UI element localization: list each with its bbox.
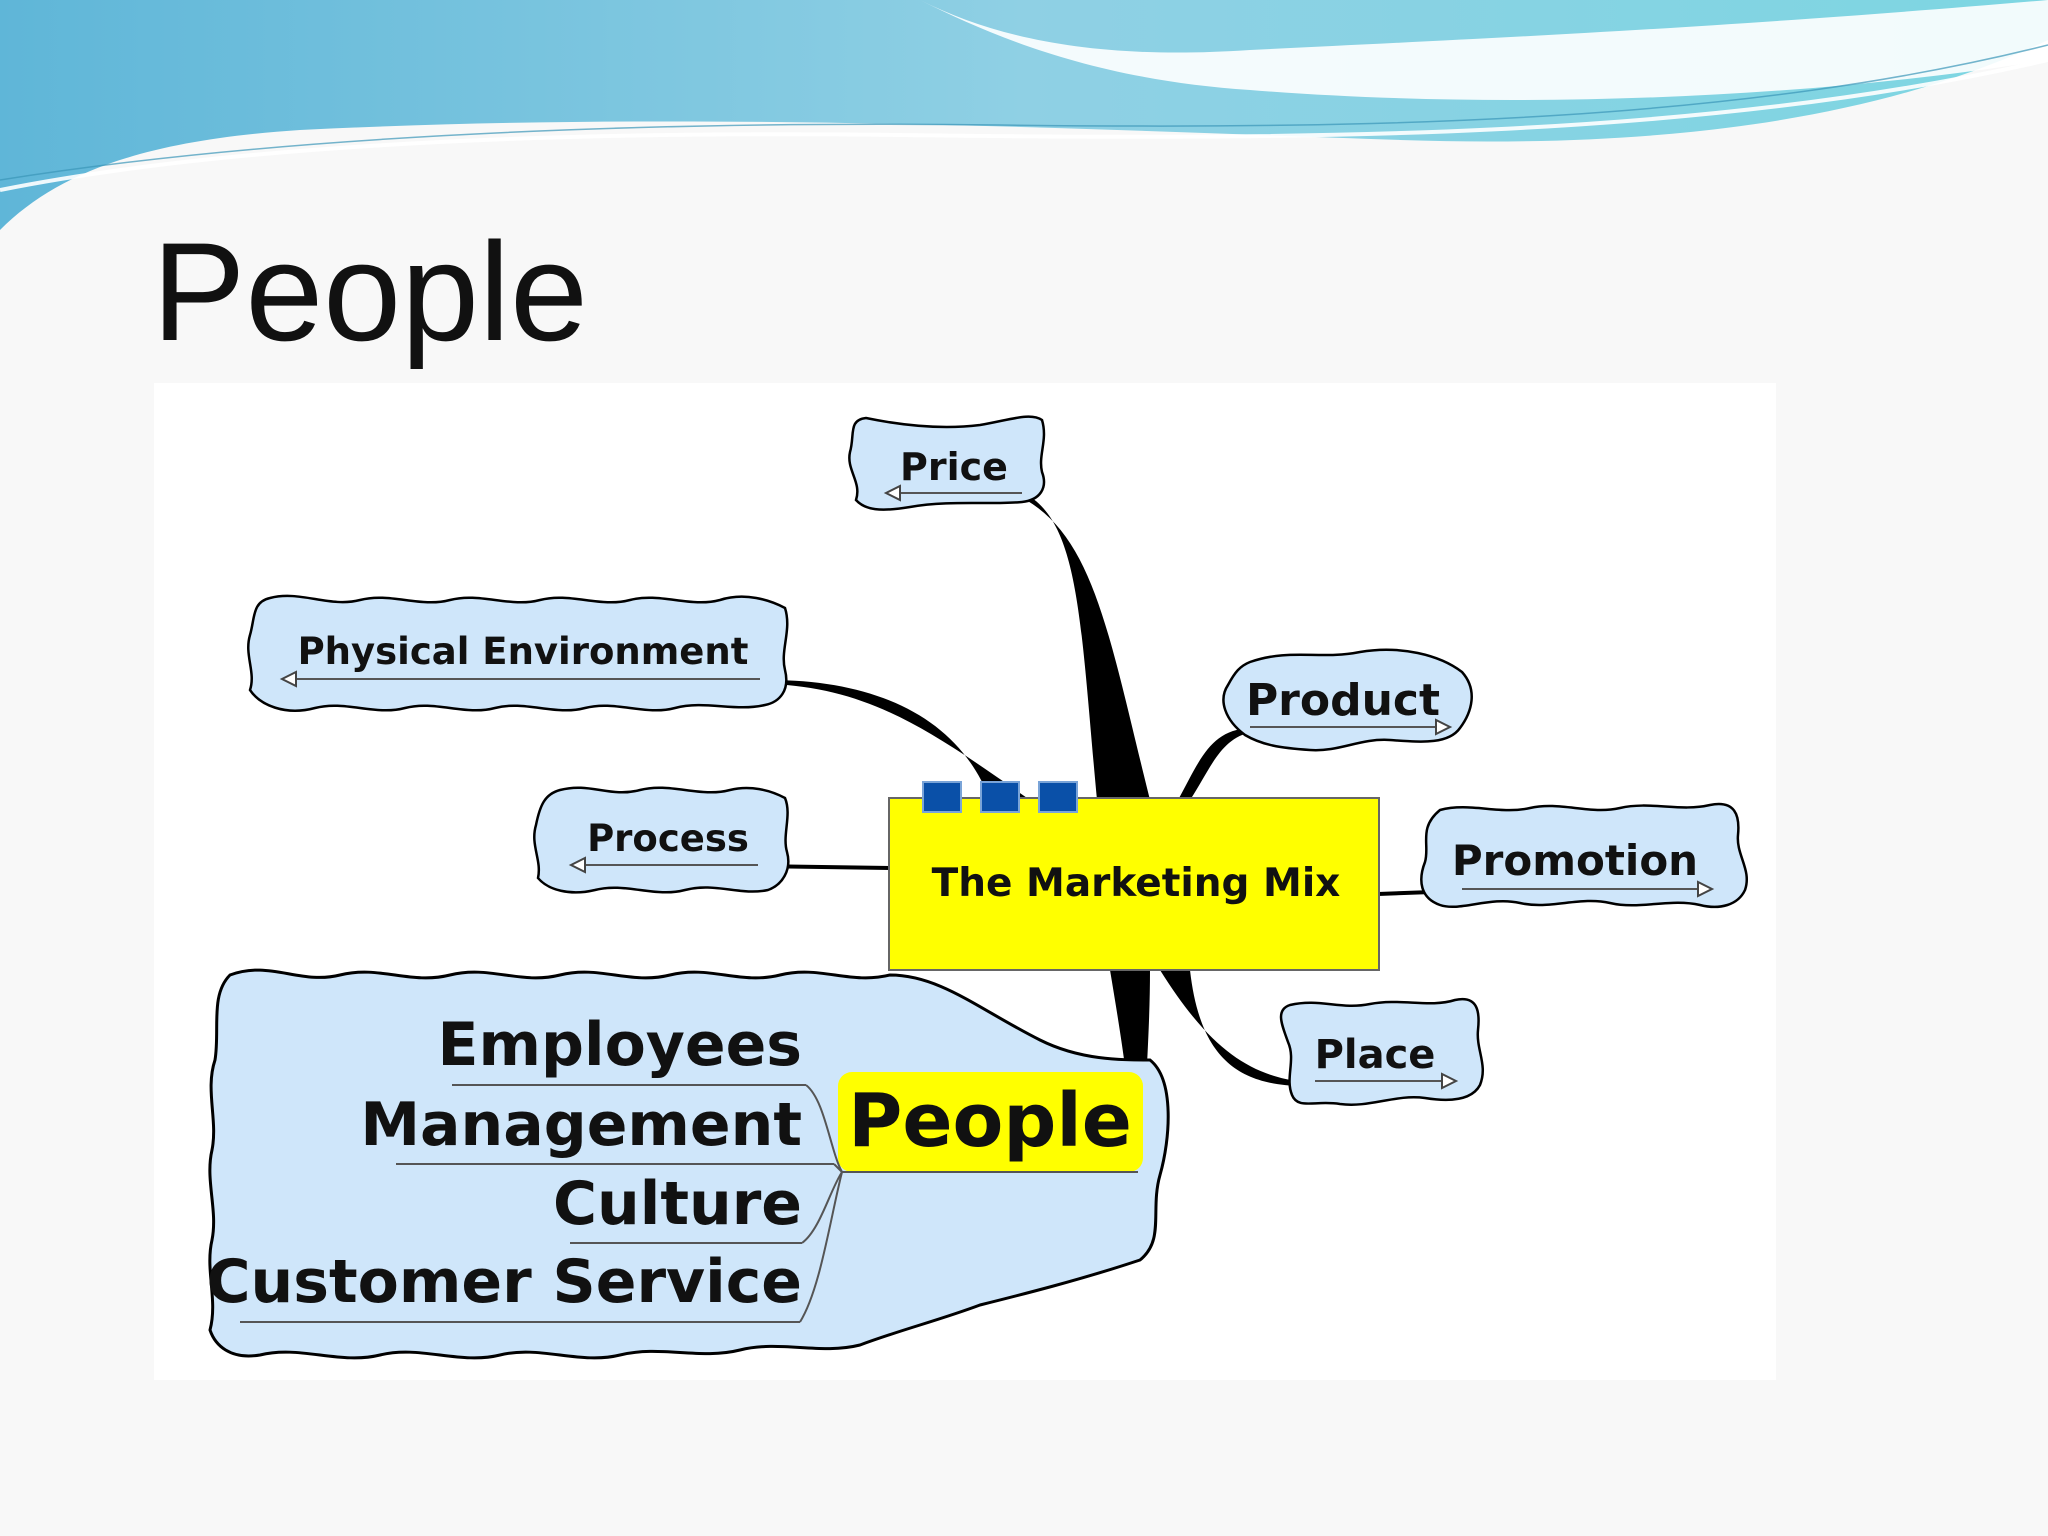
people-node-label: People [848, 1078, 1132, 1164]
people-node-highlight [838, 1072, 1143, 1172]
price-label: Price [900, 445, 1008, 489]
center-node-handles [922, 781, 1078, 813]
physical-environment-cloud [247, 594, 789, 712]
center-node-label: The Marketing Mix [932, 861, 1341, 906]
people-item-list: Employees Management Culture Customer Se… [207, 1010, 803, 1317]
label-underlines [285, 492, 1705, 1082]
product-label: Product [1246, 675, 1440, 726]
people-item: Employees [438, 1010, 802, 1080]
process-label: Process [587, 817, 749, 860]
header-wave-decoration [0, 0, 2048, 230]
people-item: Culture [553, 1169, 802, 1239]
people-item: Management [360, 1090, 802, 1160]
people-item: Customer Service [207, 1247, 803, 1317]
slide-title: People [152, 213, 588, 370]
arrow-markers [279, 484, 1715, 1090]
place-cloud [1279, 997, 1485, 1106]
product-cloud [1222, 648, 1473, 752]
center-node-box [888, 797, 1380, 971]
promotion-cloud [1420, 802, 1748, 909]
people-item-underlines [240, 1084, 1138, 1323]
physical-environment-label: Physical Environment [298, 630, 749, 673]
promotion-label: Promotion [1452, 836, 1698, 885]
process-cloud [533, 786, 790, 894]
handle-square [980, 781, 1020, 813]
place-label: Place [1315, 1032, 1436, 1078]
handle-square [1038, 781, 1078, 813]
handle-square [922, 781, 962, 813]
